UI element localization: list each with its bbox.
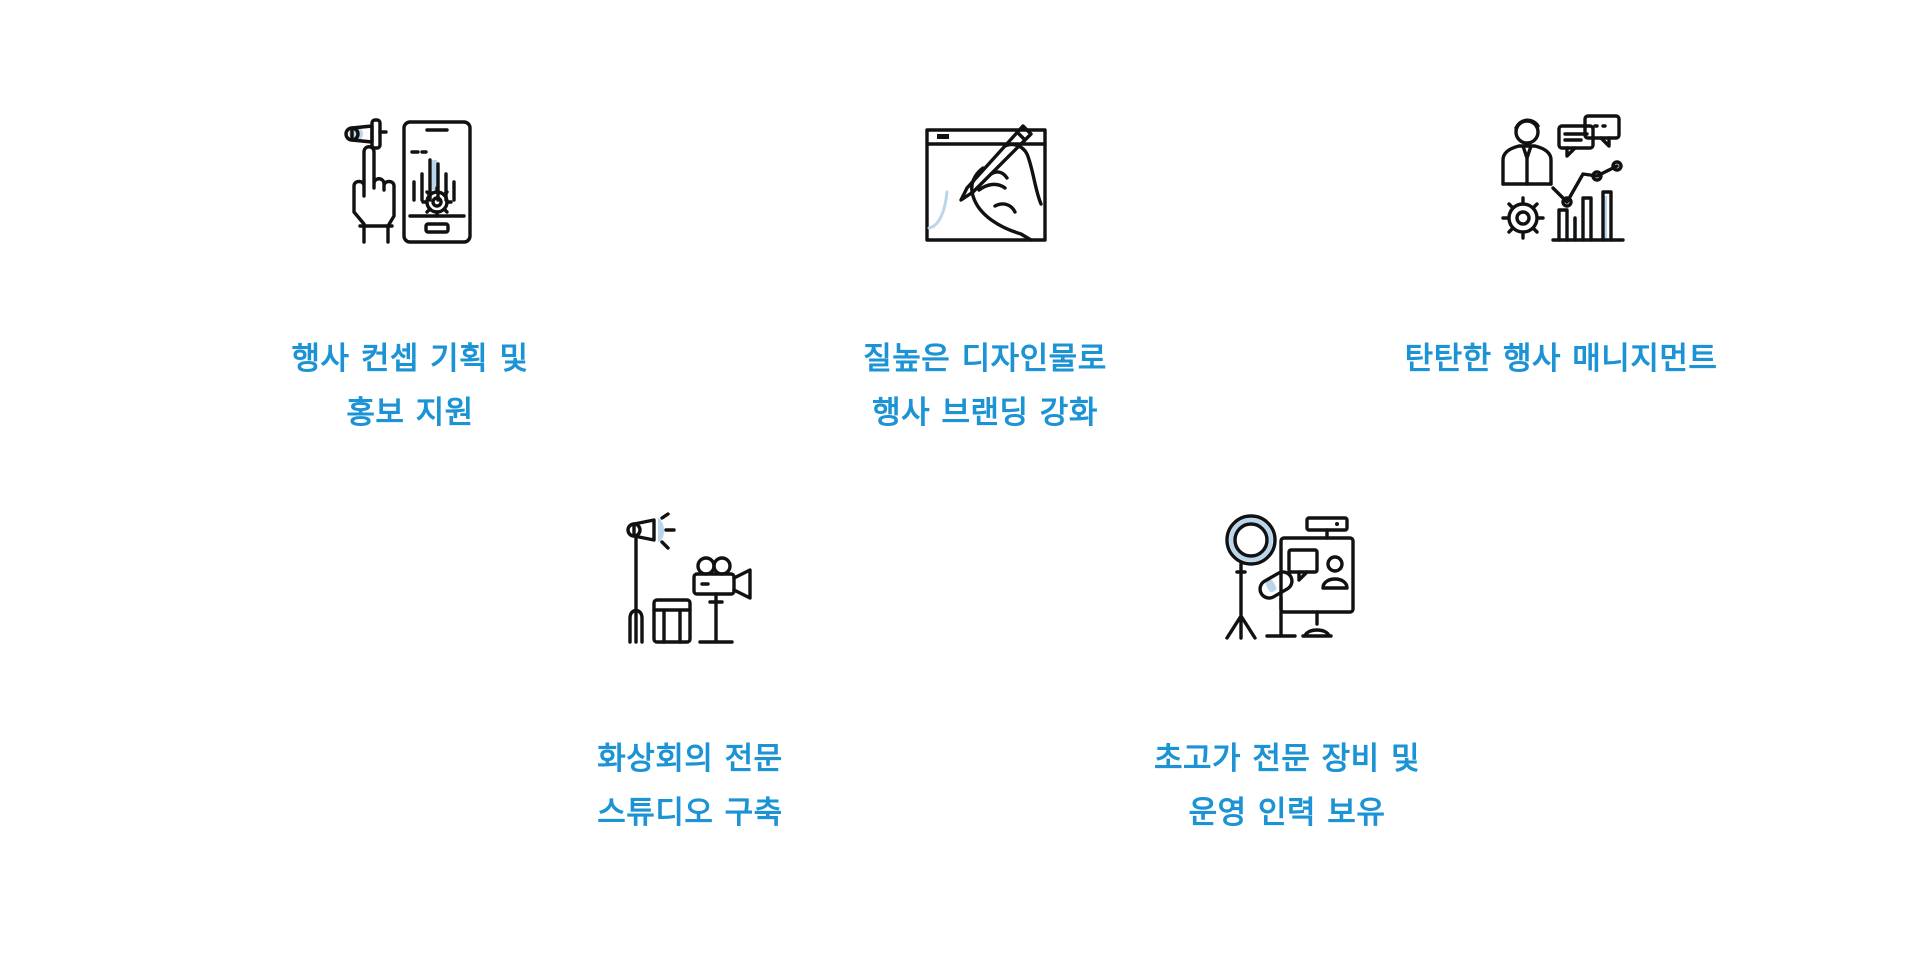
design-pen-tablet-icon — [925, 124, 1047, 242]
video-studio-camera-icon — [626, 512, 752, 644]
feature-label-line: 홍보 지원 — [346, 395, 474, 431]
feature-event-management: 탄탄한 행사 매니지먼트 — [1361, 112, 1761, 386]
feature-pro-equipment: 초고가 전문 장비 및 운영 인력 보유 — [1087, 512, 1487, 840]
feature-label-line: 운영 인력 보유 — [1188, 795, 1386, 831]
feature-video-studio: 화상회의 전문 스튜디오 구축 — [490, 512, 890, 840]
feature-design-branding: 질높은 디자인물로 행사 브랜딩 강화 — [785, 112, 1185, 440]
feature-label-line: 질높은 디자인물로 — [863, 341, 1107, 377]
feature-label-line: 행사 브랜딩 강화 — [872, 395, 1098, 431]
feature-label: 질높은 디자인물로 행사 브랜딩 강화 — [785, 332, 1185, 440]
feature-label: 초고가 전문 장비 및 운영 인력 보유 — [1087, 732, 1487, 840]
feature-label-line: 행사 컨셉 기획 및 — [291, 341, 529, 377]
feature-event-concept: 행사 컨셉 기획 및 홍보 지원 — [210, 112, 610, 440]
management-analytics-icon — [1501, 114, 1625, 242]
feature-label: 탄탄한 행사 매니지먼트 — [1361, 332, 1761, 386]
feature-label-line: 초고가 전문 장비 및 — [1153, 741, 1421, 777]
feature-label-line: 탄탄한 행사 매니지먼트 — [1404, 341, 1718, 377]
feature-label-line: 화상회의 전문 — [597, 741, 783, 777]
streaming-equipment-icon — [1225, 514, 1355, 640]
feature-label-line: 스튜디오 구축 — [597, 795, 783, 831]
marketing-megaphone-phone-icon — [344, 118, 472, 244]
feature-label: 행사 컨셉 기획 및 홍보 지원 — [210, 332, 610, 440]
feature-label: 화상회의 전문 스튜디오 구축 — [490, 732, 890, 840]
